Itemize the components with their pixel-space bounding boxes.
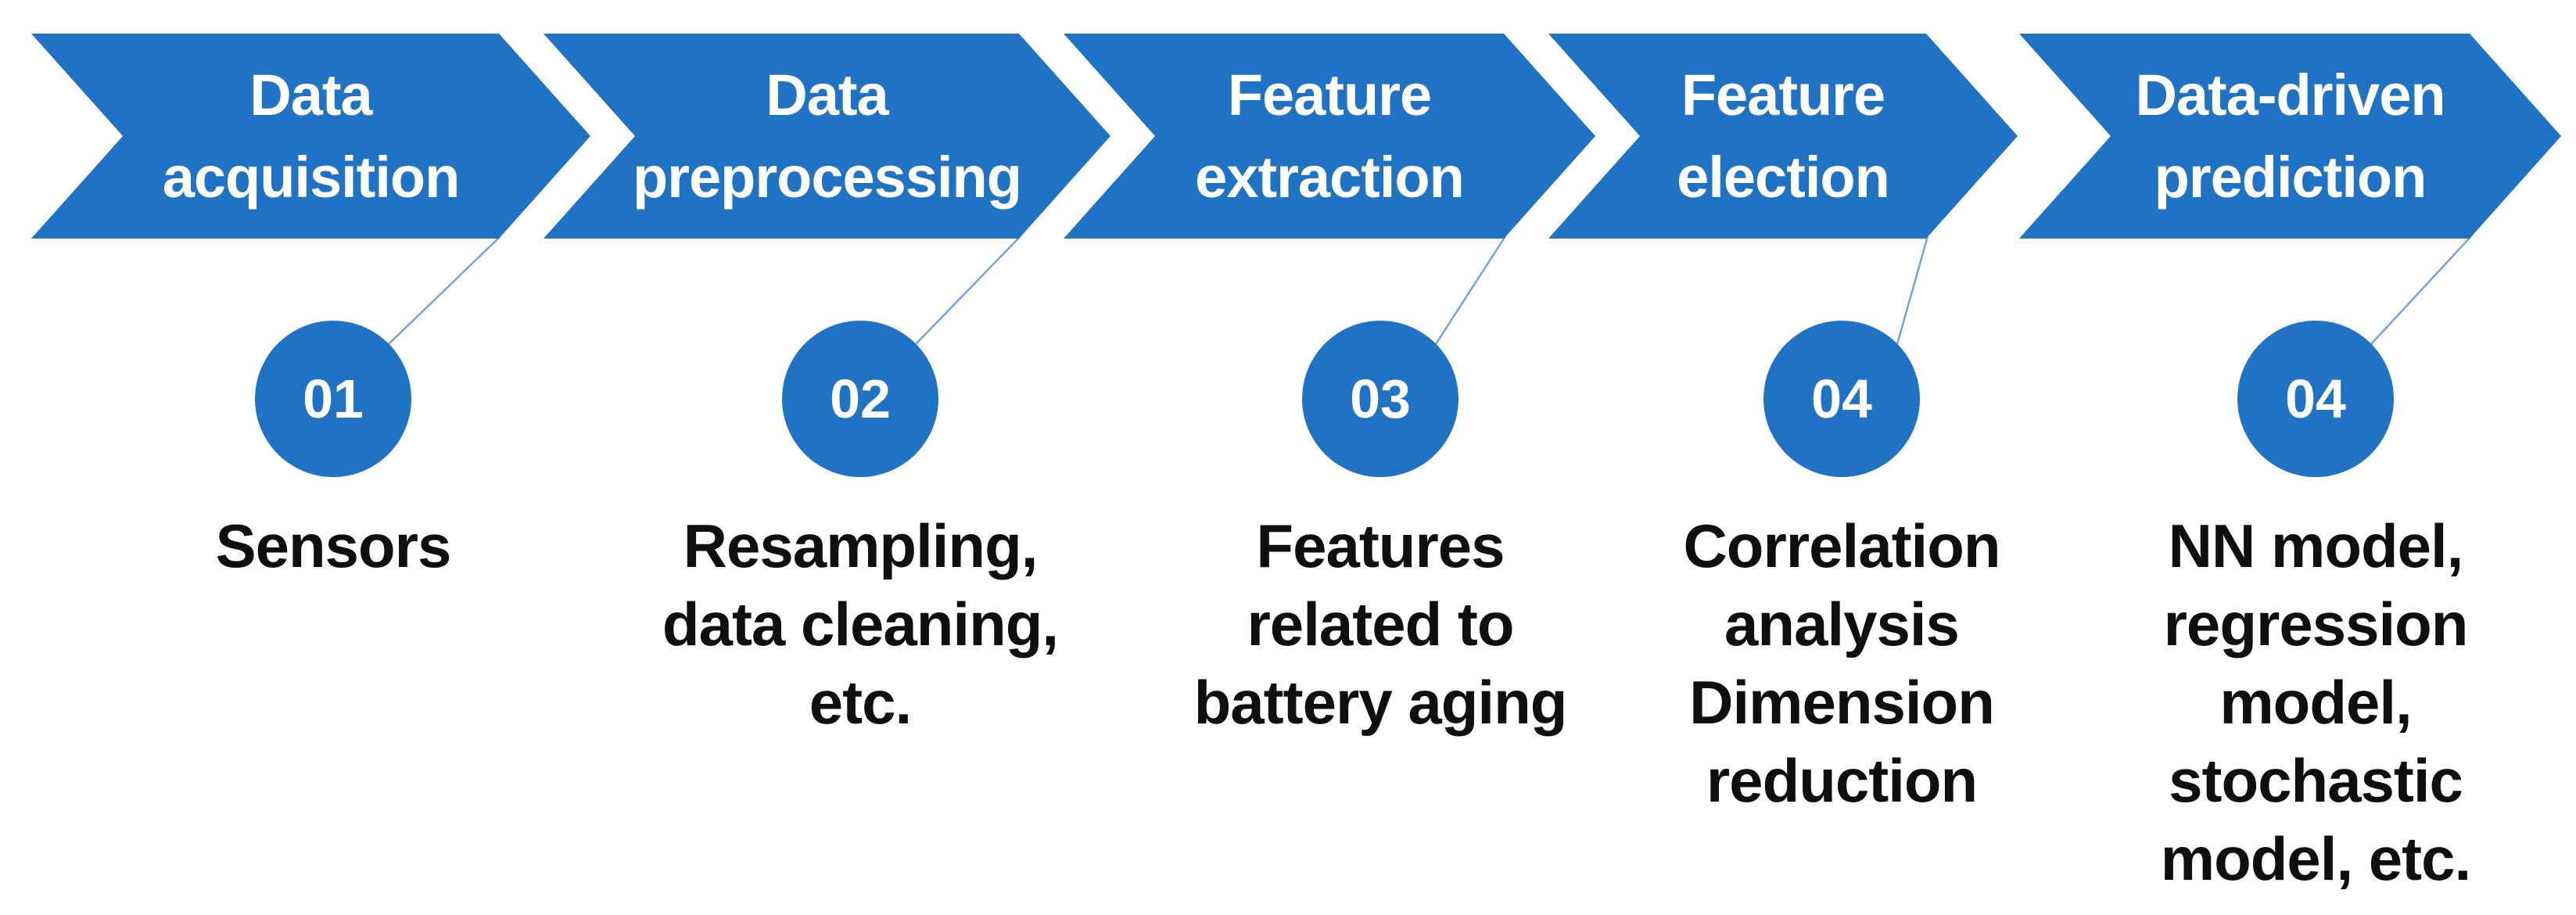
connector-line-1: [388, 235, 501, 345]
step-number-badge-3: 03: [1302, 321, 1458, 477]
step-description-5: NN model, regression model, stochastic m…: [2160, 511, 2471, 893]
step-number-text: 01: [303, 368, 364, 429]
step-arrow-label: Data acquisition: [162, 63, 460, 210]
step-description-2: Resampling, data cleaning, etc.: [662, 511, 1059, 737]
step-arrow-feature-election: Feature election: [1548, 34, 2018, 239]
step-arrow-label: Feature extraction: [1195, 63, 1464, 210]
connector-line-2: [915, 235, 1021, 345]
step-number-text: 03: [1350, 368, 1411, 429]
connector-line-3: [1434, 235, 1507, 345]
step-arrow-data-preprocessing: Data preprocessing: [544, 34, 1110, 239]
step-description-4: Correlation analysis Dimension reduction: [1683, 511, 2000, 815]
step-arrow-data-acquisition: Data acquisition: [31, 34, 590, 239]
step-arrow-label: Feature election: [1677, 63, 1889, 210]
step-number-text: 04: [2285, 368, 2346, 429]
step-arrow-feature-extraction: Feature extraction: [1064, 34, 1595, 239]
step-description-3: Features related to battery aging: [1193, 511, 1568, 737]
step-number-badge-2: 02: [782, 321, 938, 477]
step-number-badge-1: 01: [255, 321, 411, 477]
step-arrow-label: Data preprocessing: [633, 63, 1021, 210]
step-arrow-data-driven-prediction: Data-driven prediction: [2019, 34, 2561, 239]
step-arrow-label: Data-driven prediction: [2135, 63, 2445, 210]
connector-line-5: [2370, 235, 2472, 345]
step-number-badge-5: 04: [2237, 321, 2394, 477]
step-number-text: 02: [830, 368, 891, 429]
step-number-badge-4: 04: [1763, 321, 1920, 477]
step-description-1: Sensors: [215, 511, 452, 580]
step-number-text: 04: [1811, 368, 1872, 429]
connector-line-4: [1896, 235, 1929, 345]
